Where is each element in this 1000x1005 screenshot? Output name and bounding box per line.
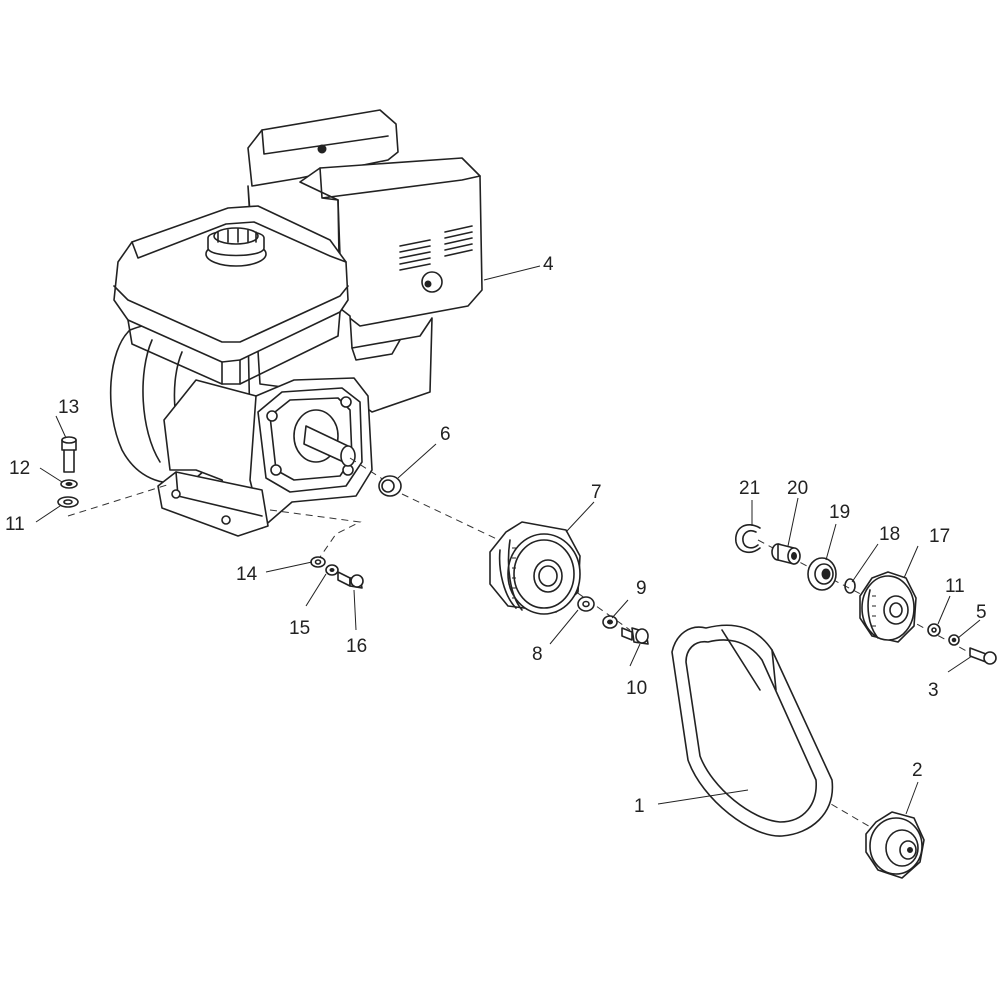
engine-assembly (109, 109, 483, 537)
drive-pulley-7 (489, 521, 581, 615)
callout-1: 1 (634, 796, 645, 817)
washer-14 (310, 556, 326, 568)
small-pulley-2 (865, 811, 925, 879)
callout-labels: 4 6 7 8 9 10 21 20 19 18 17 11 5 3 2 1 1… (5, 254, 987, 817)
callout-6: 6 (440, 424, 451, 445)
bushing-20 (771, 543, 801, 565)
callout-18: 18 (879, 524, 900, 545)
callout-7: 7 (591, 482, 602, 503)
leader-lines (35, 265, 981, 815)
callout-12: 12 (9, 458, 30, 479)
washer-11-right (927, 623, 941, 637)
bolt-13 (61, 436, 77, 473)
washer-8 (577, 596, 595, 612)
callout-3: 3 (928, 680, 939, 701)
callout-10: 10 (626, 678, 647, 699)
callout-17: 17 (929, 526, 950, 547)
driven-pulley-17 (859, 571, 917, 643)
snap-ring-21 (735, 524, 761, 554)
callout-4: 4 (543, 254, 554, 275)
bolt-3 (969, 647, 997, 665)
callout-21: 21 (739, 478, 760, 499)
bolt-10 (621, 627, 649, 645)
callout-11-left: 11 (5, 514, 25, 535)
callout-5: 5 (976, 602, 987, 623)
bearing-19 (807, 557, 837, 591)
callout-2: 2 (912, 760, 923, 781)
callout-16: 16 (346, 636, 367, 657)
lock-washer-15 (325, 564, 339, 576)
callout-9: 9 (636, 578, 647, 599)
washer-11-left (57, 496, 79, 508)
callout-8: 8 (532, 644, 543, 665)
callout-20: 20 (787, 478, 808, 499)
callout-19: 19 (829, 502, 850, 523)
lock-washer-5 (948, 634, 960, 646)
callout-11-right: 11 (945, 576, 965, 597)
lock-washer-12 (60, 479, 78, 489)
v-belt-1 (671, 624, 834, 837)
snap-ring-18 (844, 578, 856, 594)
spacer-6 (378, 475, 402, 497)
bolt-16 (337, 571, 364, 589)
lock-washer-9 (602, 615, 618, 629)
callout-14: 14 (236, 564, 258, 585)
callout-15: 15 (289, 618, 310, 639)
callout-13: 13 (58, 397, 79, 418)
